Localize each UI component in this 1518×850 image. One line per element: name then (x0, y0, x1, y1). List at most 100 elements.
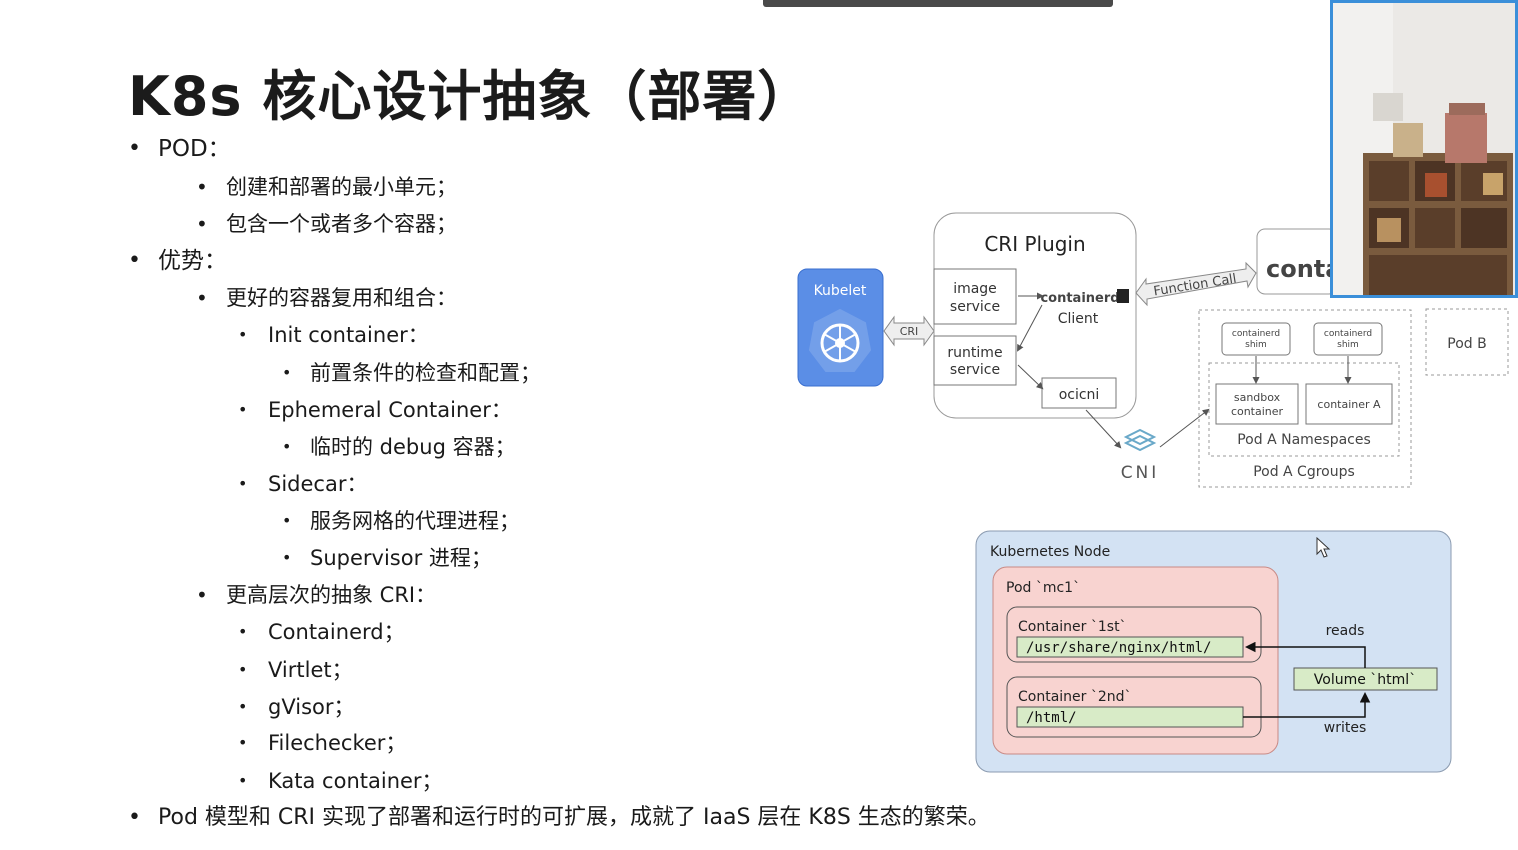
function-call-label: Function Call (1153, 272, 1238, 300)
pod-cg-label: Pod A Cgroups (1253, 464, 1355, 480)
container-2nd-label: Container `2nd` (1018, 689, 1132, 705)
pod-b-label: Pod B (1447, 336, 1486, 352)
bullet-advantage: • 优势： (128, 246, 227, 276)
bullet-item: •Init container： (238, 320, 429, 350)
bullet-item: • Supervisor 进程； (282, 543, 492, 573)
bullet-item: • 包含一个或者多个容器； (196, 209, 457, 239)
pod-b-box (1425, 308, 1509, 376)
bullet-dot-icon: • (128, 805, 141, 830)
function-call-arrow: Function Call (1135, 261, 1257, 307)
cri-label: CRI (900, 325, 919, 338)
kubelet-box: Kubelet (797, 268, 884, 387)
bullet-text: Virtlet； (268, 658, 353, 682)
bullet-dot-icon: • (238, 474, 248, 493)
shim-label: shim (1245, 340, 1267, 350)
pod-label: Pod `mc1` (1006, 580, 1080, 596)
bullet-item: • 临时的 debug 容器； (282, 432, 516, 462)
ocicni-box (1041, 377, 1117, 409)
containerd-box-label: conta (1266, 255, 1341, 283)
container-a-label: container A (1317, 398, 1381, 411)
shim-label: containerd (1324, 329, 1372, 339)
pod-a-cgroups-box (1198, 309, 1412, 488)
connector-arrow (1085, 409, 1122, 449)
bullet-dot-icon: • (196, 286, 208, 310)
bullet-dot-icon: • (282, 548, 292, 567)
image-service-box (933, 268, 1017, 325)
slide-title: K8s 核心设计抽象（部署） (128, 65, 813, 128)
node-label: Kubernetes Node (990, 544, 1110, 560)
bullet-item: • 更高层次的抽象 CRI： (196, 580, 437, 610)
container-1st-label: Container `1st` (1018, 619, 1127, 635)
bullet-item: • gVisor； (238, 692, 355, 722)
bullet-text: 优势： (158, 248, 227, 274)
bullet-dot-icon: • (238, 400, 248, 419)
cri-arrow: CRI (883, 315, 935, 347)
bullet-dot-icon: • (196, 175, 208, 199)
runtime-service-label: runtime (947, 345, 1002, 361)
bullet-text: Containerd； (268, 620, 405, 644)
webcam-scene-image (1333, 3, 1515, 295)
containerd-client-label: containerd (1040, 291, 1119, 306)
kubernetes-wheel-icon (808, 308, 872, 372)
bullet-pod: •POD： (128, 134, 231, 164)
bullet-text: Pod 模型和 CRI 实现了部署和运行时的可扩展，成就了 IaaS 层在 K8… (158, 805, 990, 830)
bullet-dot-icon: • (282, 363, 292, 382)
webcam-video-overlay[interactable] (1330, 0, 1518, 298)
bullet-text: Filechecker； (268, 731, 407, 755)
bullet-item: •服务网格的代理进程； (282, 506, 520, 536)
bullet-dot-icon: • (196, 583, 208, 607)
bullet-item: • Filechecker； (238, 728, 407, 758)
shim-label: containerd (1232, 329, 1280, 339)
container-2nd-path: /html/ (1026, 710, 1077, 726)
reads-arrow (1245, 641, 1366, 668)
bullet-dot-icon: • (128, 248, 141, 273)
kubernetes-node-diagram: Kubernetes Node Pod `mc1` Container `1st… (975, 530, 1452, 773)
window-top-bar (763, 0, 1113, 7)
writes-label: writes (1324, 720, 1367, 736)
ocicni-label: ocicni (1059, 387, 1100, 403)
bullet-text: Supervisor 进程； (310, 546, 492, 570)
bullet-dot-icon: • (196, 212, 208, 236)
bullet-item: • Kata container； (238, 766, 443, 796)
connector-arrow (1017, 364, 1044, 390)
bullet-text: 更高层次的抽象 CRI： (226, 583, 437, 607)
bullet-text: Kata container； (268, 769, 443, 793)
bullet-item: • 前置条件的检查和配置； (282, 358, 541, 388)
cri-plugin-diagram: Kubelet CRI CRI Plugin image service run… (797, 212, 1412, 488)
bullet-dot-icon: • (238, 697, 248, 716)
connector-arrow (1017, 304, 1043, 352)
bullet-text: 临时的 debug 容器； (310, 435, 516, 459)
bullet-text: 服务网格的代理进程； (310, 509, 520, 533)
bullet-dot-icon: • (238, 771, 248, 790)
shim-label: shim (1337, 340, 1359, 350)
bullet-text: 包含一个或者多个容器； (226, 212, 457, 236)
bullet-dot-icon: • (282, 437, 292, 456)
bullet-text: Init container： (268, 323, 429, 347)
writes-arrow (1243, 692, 1371, 718)
bullet-text: 前置条件的检查和配置； (310, 361, 541, 385)
bullet-text: gVisor； (268, 695, 355, 719)
reads-label: reads (1326, 623, 1365, 639)
pod-ns-label: Pod A Namespaces (1237, 432, 1371, 448)
containerd-client-label: Client (1058, 311, 1099, 327)
pod-b-diagram: Pod B (1425, 308, 1509, 376)
bullet-dot-icon: • (238, 733, 248, 752)
sandbox-label: sandbox (1234, 391, 1281, 404)
kubelet-label: Kubelet (814, 283, 867, 299)
bullet-text: 创建和部署的最小单元； (226, 175, 457, 199)
image-service-label: service (950, 299, 1000, 315)
bullet-summary: • Pod 模型和 CRI 实现了部署和运行时的可扩展，成就了 IaaS 层在 K… (128, 803, 990, 833)
volume-label: Volume `html` (1314, 672, 1416, 688)
bullet-text: POD： (158, 136, 231, 162)
bullet-item: •Containerd； (238, 617, 405, 647)
runtime-service-label: service (950, 362, 1000, 378)
runtime-service-box (933, 335, 1017, 386)
cri-plugin-title: CRI Plugin (984, 232, 1085, 256)
container-1st-path: /usr/share/nginx/html/ (1026, 640, 1211, 656)
bullet-item: •更好的容器复用和组合： (196, 283, 457, 313)
image-service-label: image (953, 281, 997, 297)
containerd-shim-box (1221, 322, 1291, 356)
bullet-item: • Virtlet； (238, 655, 353, 685)
bullet-dot-icon: • (238, 660, 248, 679)
bullet-text: Sidecar： (268, 472, 368, 496)
